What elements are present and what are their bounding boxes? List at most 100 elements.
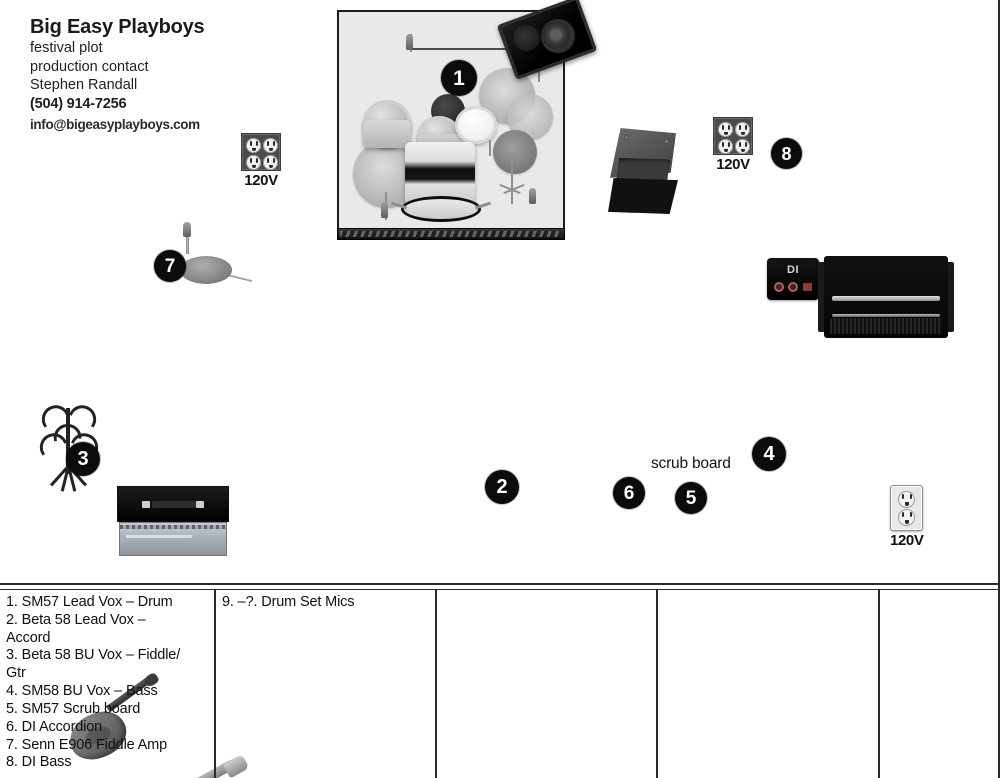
socket-b [263,138,278,153]
badge-2-label: 2 [496,476,508,498]
badge-6-label: 6 [623,482,635,504]
legend-line: Accord [6,629,51,646]
band-name: Big Easy Playboys [30,16,205,38]
badge-8: 8 [771,138,802,169]
legend-line: 3. Beta 58 BU Vox – Fiddle/ [6,647,181,664]
contact-phone: (504) 914-7256 [30,96,127,113]
contact-name: Stephen Randall [30,77,138,94]
tree-yoke-upper-right [68,400,102,428]
floor-tom-shell-left [363,120,411,148]
fiddle-amp-mic-stand [150,216,260,284]
socket-a [246,138,261,153]
amp-speaker-grille [119,522,227,556]
bass-amp-cabinet [818,256,954,338]
legend-line: 1. SM57 Lead Vox – Drum [6,594,173,610]
guitar-tree-stand [33,400,105,496]
legend-top-rule [0,583,998,585]
voltage-label-duplex: 120V [890,532,924,549]
legend-line: 7. Senn E906 Fiddle Amp [6,736,167,753]
legend-line: 5. SM57 Scrub board [6,700,141,717]
legend-column-4 [658,590,880,778]
cab-highlight-bar-2 [832,314,940,317]
legend-column-2: 9. –?. Drum Set Mics [216,590,437,778]
tree-pole [66,408,70,474]
plot-type: festival plot [30,40,103,57]
badge-3-label: 3 [77,448,89,470]
floor-wedge-monitor-upper [608,128,682,214]
snare-drum [455,106,497,144]
quad-outlet-group-right: 120V [713,117,753,173]
badge-5-label: 5 [685,487,697,509]
socket-top [898,490,915,508]
cymbal-crash-far-right [493,130,537,174]
di-switch [803,283,812,291]
badge-1-label: 1 [453,66,465,90]
fiddle-amp [117,486,229,558]
duplex-outlet-group: 120V [890,485,924,549]
socket-bottom [898,508,915,526]
fiddle-amp-mic-capsule [183,222,191,237]
quad-power-outlet-left [241,133,281,171]
speaker-cone-small [510,21,544,55]
wedge-base [608,178,678,214]
socket-b [735,122,750,137]
fiddle-amp-mic-base [180,256,232,284]
fiddle-amp-mic-post [186,228,189,254]
cymbal-stand-right [511,152,513,204]
socket-c [718,139,733,154]
badge-5: 5 [675,482,707,514]
legend-line: 8. DI Bass [6,754,72,771]
legend-line: 9. –?. Drum Set Mics [222,594,355,610]
badge-4-label: 4 [763,443,775,465]
kick-mic [381,202,388,218]
socket-a [718,122,733,137]
contact-role: production contact [30,58,149,75]
amp-head [117,486,229,522]
wedge-screw-b [664,139,669,144]
badge-4: 4 [752,437,786,471]
contact-header-block: Big Easy Playboys festival plot producti… [30,16,330,133]
legend-column-1: 1. SM57 Lead Vox – Drum 2. Beta 58 Lead … [0,590,216,778]
badge-8-label: 8 [781,143,792,164]
di-jack-2 [788,282,798,292]
drum-riser-lip [337,228,565,240]
cab-grille [830,318,942,334]
badge-7-label: 7 [164,255,176,277]
tom-mic [529,188,536,204]
legend-line: Gtr [6,665,26,682]
legend-line: 4. SM58 BU Vox – Bass [6,683,158,700]
badge-2: 2 [485,470,519,504]
kick-drum-head [401,196,481,222]
di-box-bass-label: DI [787,264,799,276]
kick-drum-shell [405,142,475,206]
scrub-board-label: scrub board [651,455,731,472]
amp-knob-right [196,501,204,508]
quad-outlet-group-left: 120V [241,133,281,189]
contact-email: info@bigeasyplayboys.com [30,116,200,132]
legend-line: 2. Beta 58 Lead Vox – [6,611,146,628]
badge-1: 1 [441,60,477,96]
di-box-bass: DI [767,258,819,300]
socket-d [263,155,278,170]
badge-7: 7 [154,250,186,282]
amp-control-strip [152,501,196,508]
speaker-cone-large [536,14,580,58]
snare-stand [489,140,491,156]
badge-6: 6 [613,477,645,509]
socket-c [246,155,261,170]
voltage-label-right: 120V [716,156,750,173]
badge-3: 3 [66,442,100,476]
amp-knob-left [142,501,150,508]
wedge-screw-a [624,135,629,140]
di-jack-1 [774,282,784,292]
overhead-mic-left [406,34,413,50]
voltage-label-left: 120V [244,172,278,189]
legend-table: 1. SM57 Lead Vox – Drum 2. Beta 58 Lead … [0,589,998,778]
legend-column-5 [880,590,998,778]
socket-d [735,139,750,154]
legend-line: 6. DI Accordion [6,718,103,735]
legend-column-3 [437,590,658,778]
overhead-mic-boom-arm [411,48,539,50]
duplex-power-outlet [890,485,923,531]
